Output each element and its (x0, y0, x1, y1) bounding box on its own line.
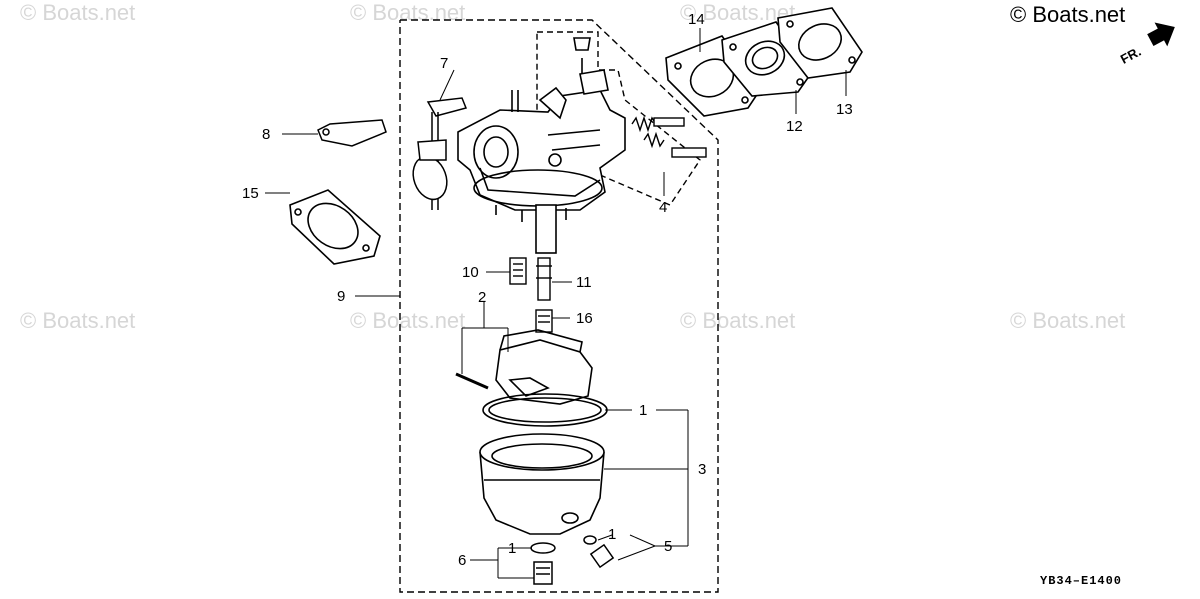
watermark: © Boats.net (20, 308, 136, 333)
front-label: FR. (1118, 44, 1144, 67)
choke-shaft-7 (412, 97, 468, 210)
float-chamber-gasket (482, 393, 608, 427)
insulator-12 (721, 21, 813, 97)
callout-5: 5 (664, 538, 672, 555)
watermark: © Boats.net (20, 0, 136, 25)
watermark: © Boats.net (350, 308, 466, 333)
callout-8: 8 (262, 126, 270, 143)
carburetor-body (457, 37, 626, 254)
assembly-frame (399, 19, 719, 593)
front-arrow-icon (1147, 22, 1175, 47)
callout-14: 14 (688, 11, 705, 28)
copyright-notice: © Boats.net (1010, 2, 1126, 27)
callout-7: 7 (440, 55, 448, 72)
watermark: © Boats.net (350, 0, 466, 25)
subassembly-frame (536, 31, 701, 206)
float-2 (455, 329, 593, 405)
callout-11: 11 (576, 274, 592, 291)
main-jet-11 (536, 257, 552, 301)
callout-4: 4 (659, 199, 667, 216)
callout-6: 6 (458, 552, 466, 569)
watermark: © Boats.net (680, 0, 796, 25)
jet-16 (535, 309, 553, 333)
callout-1: 1 (608, 526, 616, 543)
choke-lever-8 (317, 119, 387, 147)
gasket-15 (289, 189, 381, 265)
callout-16: 16 (576, 310, 593, 327)
callout-2: 2 (478, 289, 486, 306)
callout-1: 1 (508, 540, 516, 557)
callout-1: 1 (639, 402, 647, 419)
float-chamber-3 (479, 433, 605, 535)
callout-3: 3 (698, 461, 706, 478)
pilot-screw-4 (631, 115, 707, 158)
watermark: © Boats.net (1010, 308, 1126, 333)
gasket-13 (777, 7, 863, 79)
callout-13: 13 (836, 101, 853, 118)
drain-screw-5 (583, 535, 615, 569)
callout-9: 9 (337, 288, 345, 305)
drain-bolt-6 (530, 542, 556, 585)
diagram-code: YB34–E1400 (1040, 574, 1123, 588)
callout-10: 10 (462, 264, 479, 281)
watermark: © Boats.net (680, 308, 796, 333)
callout-12: 12 (786, 118, 803, 135)
callout-15: 15 (242, 185, 259, 202)
fuel-filter-10 (509, 257, 527, 285)
